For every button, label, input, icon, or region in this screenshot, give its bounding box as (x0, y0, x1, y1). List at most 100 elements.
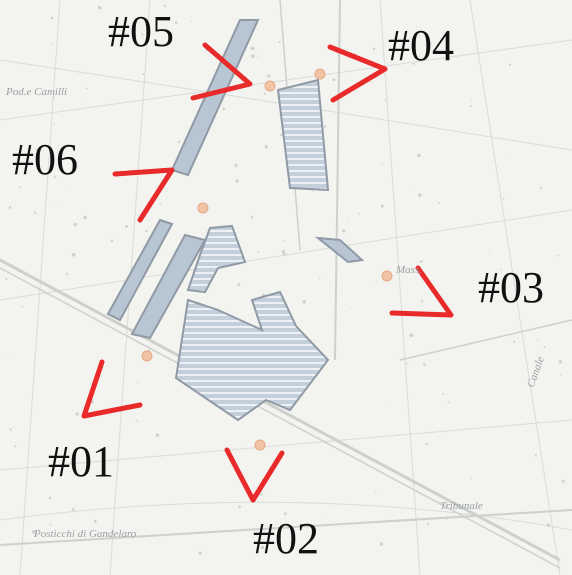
map-dot (418, 193, 422, 197)
map-dot (82, 97, 83, 99)
map-dot (469, 104, 472, 107)
arrow-06 (112, 167, 175, 223)
map-dot (222, 107, 226, 111)
map-dot (507, 153, 509, 155)
map-dot (142, 73, 145, 76)
map-dot (417, 153, 421, 158)
map-dot (125, 224, 128, 228)
map-dot (411, 184, 413, 186)
map-dot (332, 78, 336, 82)
map-dot (281, 250, 286, 254)
map-dot (198, 551, 202, 555)
map-dot (421, 300, 424, 303)
map-dot (447, 401, 450, 404)
map-dot (445, 517, 449, 520)
map-dot (18, 186, 21, 189)
map-dot (280, 133, 283, 137)
map-dot (539, 186, 543, 190)
map-dot (83, 215, 87, 220)
field-north (276, 78, 330, 192)
map-dot (250, 46, 255, 51)
map-dot (542, 293, 544, 295)
map-dot (347, 220, 349, 222)
viewpoint-label-01: #01 (48, 437, 114, 486)
map-dot (49, 523, 52, 526)
map-dot (130, 223, 132, 225)
viewpoint-markers (141, 68, 393, 451)
map-dot (85, 87, 88, 90)
map-dot (71, 253, 76, 257)
map-dot (311, 190, 313, 192)
place-name: Posticchi di Gandelaro (34, 528, 137, 540)
map-dot (52, 96, 55, 99)
viewpoint-label-02: #02 (253, 514, 319, 563)
map-dot (135, 419, 138, 422)
direction-arrows (81, 42, 454, 503)
map-dot (512, 300, 515, 303)
map-dot (375, 492, 377, 494)
map-dot (68, 189, 70, 191)
field-south-main (174, 290, 330, 422)
marker-06 (197, 202, 209, 214)
map-dot (406, 363, 409, 365)
marker-01 (141, 350, 153, 362)
map-dot (489, 252, 491, 254)
map-dot (373, 47, 376, 51)
place-name: Pod.e Camilli (6, 86, 68, 98)
field-west-strip (106, 218, 174, 322)
map-dot (234, 163, 238, 167)
map-dot (190, 20, 192, 22)
marker-02 (254, 439, 266, 451)
map-dot (557, 254, 559, 257)
place-name: Mass. (396, 264, 422, 276)
map-dot (251, 54, 255, 58)
map-dot (75, 412, 80, 416)
map-dot (5, 277, 8, 280)
arrow-04 (327, 44, 388, 103)
map-dot (9, 428, 12, 431)
map-dot (48, 496, 52, 500)
arrow-03 (389, 265, 454, 318)
field-east-sliver (314, 236, 365, 264)
map-dot (324, 517, 326, 519)
map-dot (501, 535, 504, 538)
map-dot (420, 260, 423, 263)
map-dot (384, 99, 386, 102)
map-dot (66, 272, 69, 275)
map-dot (427, 522, 430, 525)
map-dot (546, 523, 550, 527)
map-dot (175, 21, 178, 24)
map-dot (177, 140, 181, 144)
map-dot (136, 381, 139, 383)
marker-04 (314, 68, 326, 80)
map-dot (323, 125, 327, 128)
map-dot (358, 212, 360, 215)
map-dot (342, 229, 346, 233)
map-dot (263, 92, 267, 95)
map-dot (32, 530, 36, 534)
map-dot (534, 454, 537, 457)
map-dot (543, 346, 546, 349)
arrow-01 (81, 359, 143, 419)
viewpoint-label-04: #04 (388, 21, 454, 70)
map-dot (137, 421, 140, 423)
map-dot (55, 202, 57, 205)
map-dot (159, 202, 162, 205)
map-dot (50, 16, 54, 20)
map-symbols (5, 4, 565, 555)
map-dot (260, 493, 263, 496)
map-dot (53, 123, 55, 125)
map-dot (14, 445, 17, 448)
marker-03 (381, 270, 393, 282)
map-dot (442, 393, 444, 395)
map-dot (264, 145, 268, 149)
map-dot (283, 512, 287, 515)
map-dot (425, 443, 428, 446)
arrow-05 (190, 42, 253, 101)
map-dot (470, 99, 472, 102)
map-dot (470, 477, 472, 479)
map-dot (257, 55, 259, 58)
